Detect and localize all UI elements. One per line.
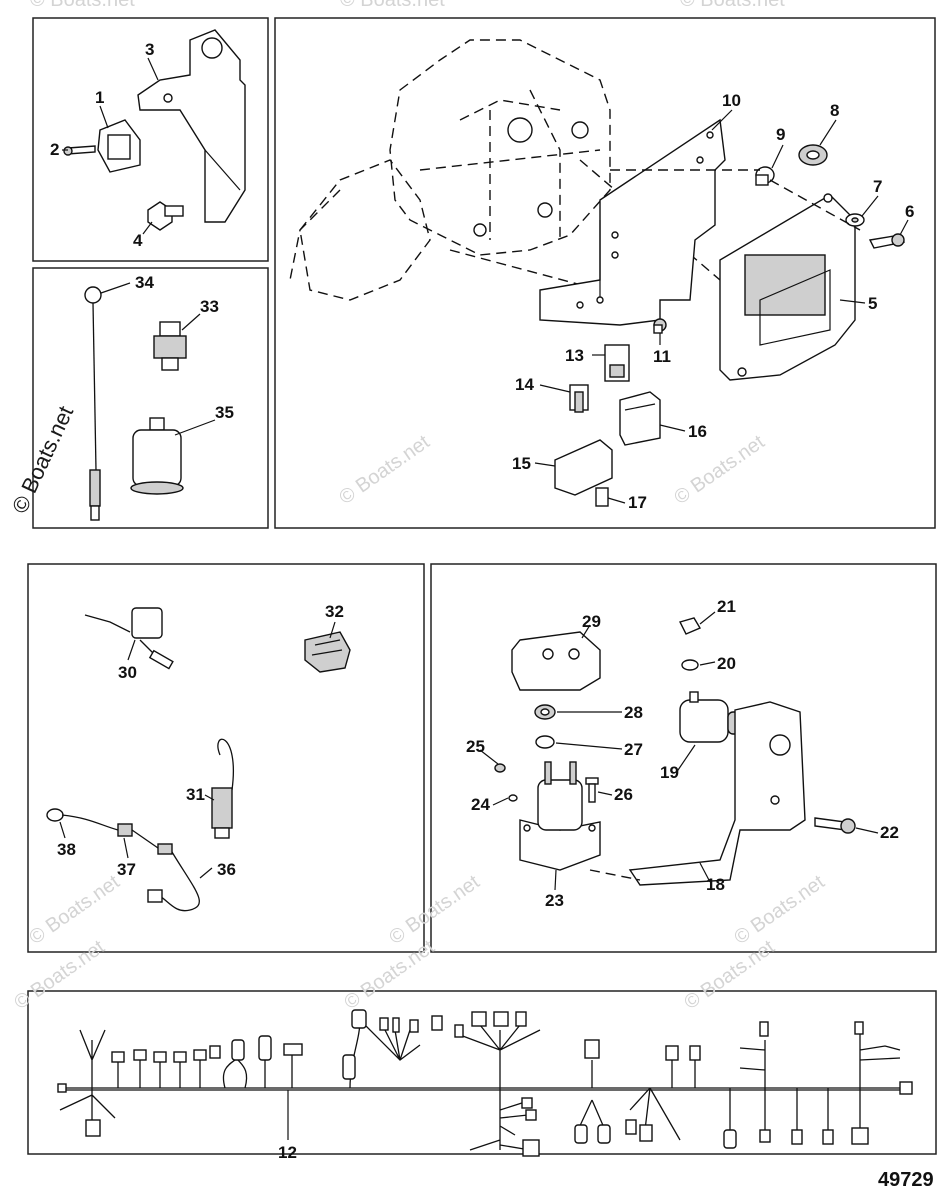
callout-3: 3 <box>145 40 154 59</box>
mounting-bracket <box>137 29 246 223</box>
ecm-bolt <box>868 233 906 249</box>
throttle-body-assembly <box>289 39 721 301</box>
watermark: © Boats.net <box>25 871 124 949</box>
panel-main-harness <box>27 990 937 1155</box>
panel-ecm <box>274 17 936 529</box>
terminal-cover-29 <box>511 631 601 691</box>
callout-33: 33 <box>200 297 219 316</box>
figure-number: 49729 <box>878 1169 934 1191</box>
sensor-30 <box>84 607 174 670</box>
bolt-26 <box>585 777 599 803</box>
plate-screw <box>653 318 667 334</box>
sleeve <box>755 166 775 186</box>
grommet <box>798 144 828 166</box>
bolt-21 <box>678 617 702 635</box>
screw-22 <box>814 817 856 834</box>
watermark: © Boats.net <box>730 871 829 949</box>
callout-6: 6 <box>905 202 914 221</box>
callout-35: 35 <box>215 403 234 422</box>
callout-30: 30 <box>118 663 137 682</box>
ecm-mounting-plate <box>539 118 726 326</box>
fuse-mini <box>595 487 609 507</box>
pressure-switch <box>153 321 187 371</box>
watermark: © Boats.net <box>680 0 785 11</box>
panel-harness-parts <box>27 563 425 953</box>
engine-wiring-harness <box>57 1009 913 1157</box>
bolt-flange <box>147 201 184 231</box>
watermark: © Boats.net <box>10 936 109 1014</box>
screw-small <box>63 145 96 156</box>
fuse-small <box>569 384 589 413</box>
jumper-loop-31 <box>211 738 234 839</box>
watermark: © Boats.net <box>340 936 439 1014</box>
nut-25 <box>494 763 506 773</box>
nut-28 <box>534 704 556 720</box>
callout-1: 1 <box>95 88 104 107</box>
ground-cable-38-37-36 <box>46 808 200 912</box>
panel-sensors <box>32 267 269 529</box>
callout-25: 25 <box>466 737 485 756</box>
washer <box>845 213 865 227</box>
watermark: © Boats.net <box>670 431 769 509</box>
washer-24 <box>508 794 518 802</box>
bracket-18 <box>628 701 806 886</box>
knock-sensor <box>84 286 102 521</box>
callout-15: 15 <box>512 454 531 473</box>
callout-38: 38 <box>57 840 76 859</box>
callout-24: 24 <box>471 795 490 814</box>
callout-20: 20 <box>717 654 736 673</box>
callout-10: 10 <box>722 91 741 110</box>
starter-solenoid-23 <box>519 761 601 871</box>
callout-12: 12 <box>278 1143 297 1162</box>
watermark: © Boats.net <box>385 871 484 949</box>
washer-20 <box>681 659 699 671</box>
callout-31: 31 <box>186 785 205 804</box>
plug-retainer <box>97 119 141 173</box>
watermark: © Boats.net <box>30 0 135 11</box>
callout-22: 22 <box>880 823 899 842</box>
oil-pressure-sender <box>130 417 184 495</box>
callout-26: 26 <box>614 785 633 804</box>
callout-19: 19 <box>660 763 679 782</box>
callout-27: 27 <box>624 740 643 759</box>
callout-11: 11 <box>653 347 671 366</box>
washer-27 <box>535 735 555 749</box>
solenoid-19 <box>679 691 743 743</box>
callout-7: 7 <box>873 177 882 196</box>
callout-36: 36 <box>217 860 236 879</box>
panel-solenoid <box>430 563 937 953</box>
watermark-side: © Boats.net <box>7 402 78 517</box>
callout-4: 4 <box>133 231 143 250</box>
callout-34: 34 <box>135 273 154 292</box>
callout-23: 23 <box>545 891 564 910</box>
callout-28: 28 <box>624 703 643 722</box>
callout-17: 17 <box>628 493 647 512</box>
relay-clip <box>604 344 630 382</box>
callout-37: 37 <box>117 860 136 879</box>
callout-8: 8 <box>830 101 839 120</box>
callout-32: 32 <box>325 602 344 621</box>
callout-13: 13 <box>565 346 584 365</box>
callout-5: 5 <box>868 294 877 313</box>
connector-32 <box>304 631 351 673</box>
callout-16: 16 <box>688 422 707 441</box>
ecm-module <box>719 193 856 381</box>
callout-18: 18 <box>706 875 725 894</box>
watermark: © Boats.net <box>340 0 445 11</box>
callout-9: 9 <box>776 125 785 144</box>
panel-bracket <box>32 17 269 262</box>
callout-14: 14 <box>515 375 534 394</box>
fuse-holder-cover <box>554 439 613 496</box>
callout-29: 29 <box>582 612 601 631</box>
callout-2: 2 <box>50 140 59 159</box>
watermark: © Boats.net <box>680 936 779 1014</box>
callout-21: 21 <box>717 597 736 616</box>
relay <box>619 391 661 446</box>
